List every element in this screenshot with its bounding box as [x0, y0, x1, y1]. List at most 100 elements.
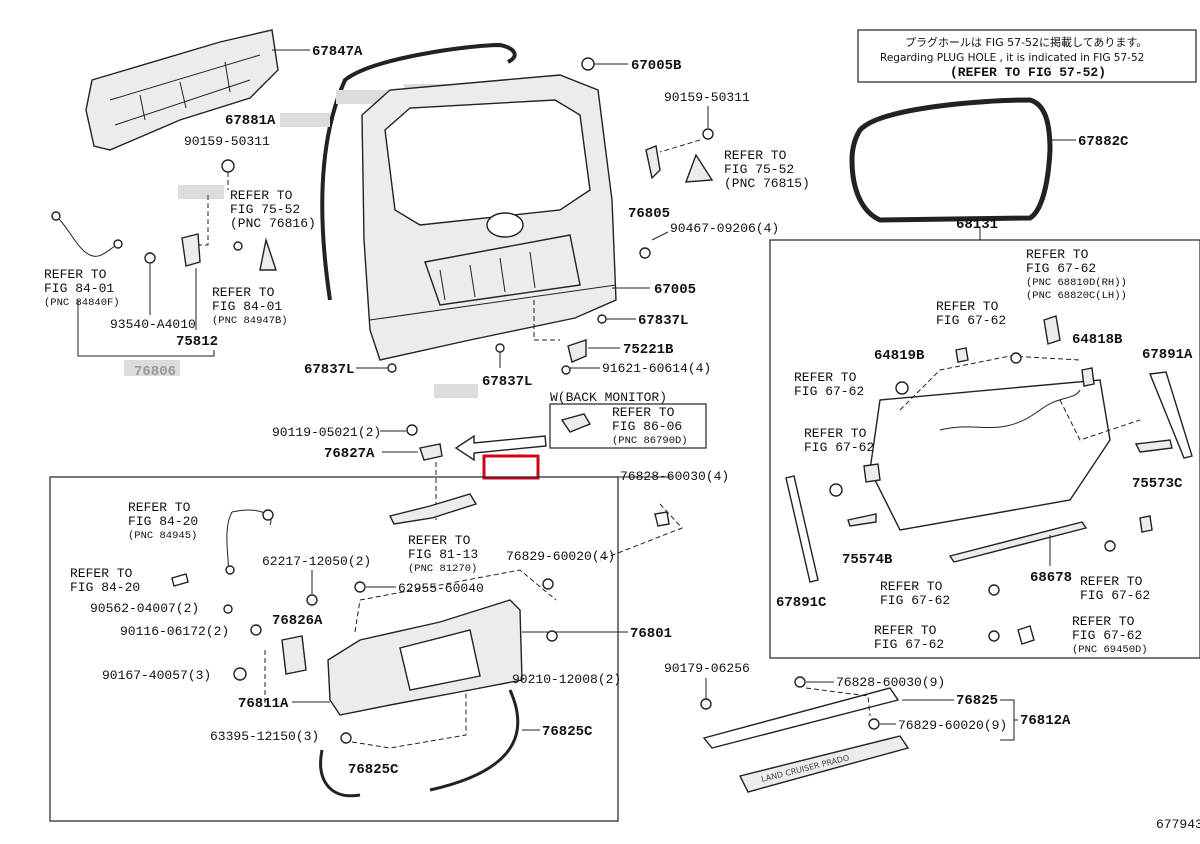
lamp-75574B: [847, 513, 877, 527]
label-90562: 90562-04007(2): [90, 601, 199, 616]
label-67005B: 67005B: [631, 58, 682, 74]
wire-connector-81270: [388, 493, 478, 525]
redaction-mark: [434, 384, 478, 398]
ref-67-62c-line2: FIG 67-62: [794, 384, 864, 399]
ref-84-01b-line3: (PNC 84947B): [212, 315, 288, 327]
ref-67-62f-line2: FIG 67-62: [1080, 588, 1150, 603]
clip-64818B: [1081, 367, 1095, 387]
figure-id: 677943: [1156, 817, 1200, 832]
label-76829-b: 76829-60020(9): [898, 718, 1007, 733]
label-93540: 93540-A4010: [110, 317, 196, 332]
moulding-68678: [948, 521, 1088, 563]
label-76805: 76805: [628, 206, 670, 222]
back-window-assembly-box: [769, 239, 1200, 659]
label-76826A: 76826A: [272, 613, 323, 629]
leader-line: [533, 300, 560, 341]
ref-67-62g-line2: FIG 67-62: [874, 637, 944, 652]
ref-67-62b-line2: FIG 67-62: [936, 313, 1006, 328]
label-76829-a: 76829-60020(4): [506, 549, 615, 564]
ref-84-01a-line1: REFER TO: [44, 267, 107, 282]
label-64818B: 64818B: [1072, 332, 1123, 348]
trim-piece-right: [684, 153, 714, 183]
ref-67-62c-line1: REFER TO: [794, 370, 857, 385]
moulding-67891A: [1149, 371, 1193, 459]
label-76811A: 76811A: [238, 696, 289, 712]
label-67882C: 67882C: [1078, 134, 1129, 150]
label-63395: 63395-12150(3): [210, 729, 319, 744]
label-62217: 62217-12050(2): [262, 554, 371, 569]
note-line-2: Regarding PLUG HOLE , it is indicated in…: [880, 52, 1144, 64]
bracket-left: [181, 233, 201, 267]
bolt-90167: [233, 667, 247, 681]
moulding-76825C-right: [429, 689, 520, 792]
garnish-emblem-plate: [738, 735, 910, 793]
label-67891C: 67891C: [776, 595, 827, 611]
ref-67-62b-line1: REFER TO: [936, 299, 999, 314]
nut-90210: [546, 630, 558, 642]
bolt-62217: [306, 594, 318, 606]
ref-75-52r-line3: (PNC 76815): [724, 176, 810, 191]
moulding-76825C-left: [319, 749, 361, 798]
label-back-monitor: W(BACK MONITOR): [550, 390, 667, 405]
ref-75-52r-line2: FIG 75-52: [724, 162, 794, 177]
label-90116: 90116-06172(2): [120, 624, 229, 639]
label-90467: 90467-09206(4): [670, 221, 779, 236]
label-76806: 76806: [134, 364, 176, 380]
moulding-67891C: [785, 475, 819, 583]
ref-84-20a-line1: REFER TO: [128, 500, 191, 515]
bolt-90159-right: [702, 128, 714, 140]
bolt-67-62e: [988, 584, 1000, 596]
red-highlight-box: [482, 454, 540, 480]
label-75573C: 75573C: [1132, 476, 1183, 492]
ref-67-62d-line2: FIG 67-62: [804, 440, 874, 455]
ref-67-62f-line1: REFER TO: [1080, 574, 1143, 589]
clip-76829-b: [868, 718, 880, 730]
bolt-91621: [561, 365, 571, 375]
ref-67-62d-line1: REFER TO: [804, 426, 867, 441]
clip-76828-b: [794, 676, 806, 688]
stopper-window: [863, 463, 881, 483]
label-64819B: 64819B: [874, 348, 925, 364]
hinge-window: [1043, 315, 1061, 345]
clip-63395: [340, 732, 352, 744]
wire-window: [939, 389, 1081, 431]
label-67837L-c: 67837L: [482, 374, 532, 390]
label-76828-a: 76828-60030(4): [620, 469, 729, 484]
wire-harness-left: [57, 217, 119, 257]
bolt-90467: [639, 247, 651, 259]
clip-right-lower: [1139, 515, 1153, 533]
ref-75-52r-line1: REFER TO: [724, 148, 787, 163]
redaction-mark: [336, 90, 388, 104]
label-75812: 75812: [176, 334, 218, 350]
label-68131: 68131: [956, 217, 998, 233]
redaction-mark: [178, 185, 224, 199]
ref-75-52-line3: (PNC 76816): [230, 216, 316, 231]
clip-67837L-b: [387, 363, 397, 373]
ref-67-62a-line3: (PNC 68810D(RH)): [1026, 277, 1127, 289]
label-76825C-b: 76825C: [348, 762, 399, 778]
label-62955: 62955-60040: [398, 581, 484, 596]
label-67881A: 67881A: [225, 113, 276, 129]
garnish-assembly-box: [49, 476, 619, 822]
bracket-75221B: [567, 339, 587, 363]
ref-67-62a-line1: REFER TO: [1026, 247, 1089, 262]
clip-76828-a: [654, 511, 670, 527]
ref-67-62a-line4: (PNC 68820C(LH)): [1026, 290, 1127, 302]
lamp-75573C: [1134, 439, 1173, 453]
redaction-mark: [280, 113, 330, 127]
ref-67-62h-line3: (PNC 69450D): [1072, 644, 1148, 656]
license-plate-recess: [399, 629, 481, 691]
label-90159-right: 90159-50311: [664, 90, 750, 105]
label-67837L-b: 67837L: [304, 362, 354, 378]
label-67005: 67005: [654, 282, 696, 298]
ref-84-01b-line1: REFER TO: [212, 285, 275, 300]
label-68678: 68678: [1030, 570, 1072, 586]
label-75221B: 75221B: [623, 342, 674, 358]
clip-62955: [354, 581, 366, 593]
screw-93540: [144, 252, 156, 264]
bracket-line: [77, 300, 215, 357]
ref-81-13-line3: (PNC 81270): [408, 563, 477, 575]
label-67891A: 67891A: [1142, 347, 1193, 363]
ref-84-20a-line2: FIG 84-20: [128, 514, 198, 529]
